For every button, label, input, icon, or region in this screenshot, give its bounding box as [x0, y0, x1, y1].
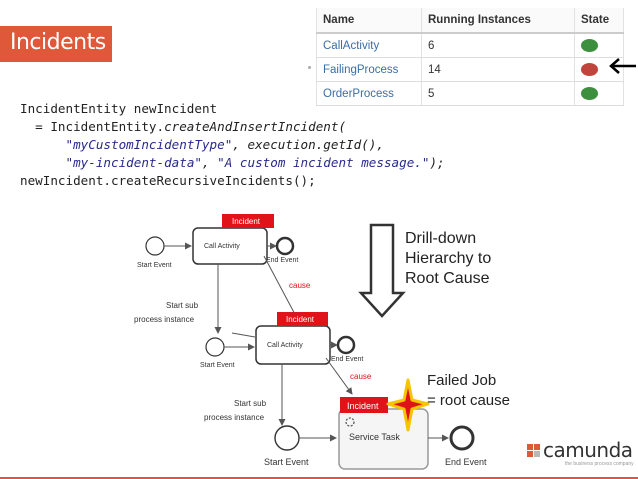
failure-burst-icon	[386, 378, 430, 432]
call-activity-label: Call Activity	[267, 342, 303, 349]
marker-dot	[308, 66, 311, 69]
start-sub-label-1b: process instance	[134, 315, 195, 324]
incident-badge-3	[340, 397, 388, 413]
cause-label-2: cause	[350, 372, 372, 381]
incident-hierarchy-diagram: Start Event Call Activity End Event Inci…	[134, 214, 510, 470]
incident-badge-label: Incident	[232, 217, 261, 226]
camunda-tagline: the business process company	[565, 461, 634, 467]
end-event-label: End Event	[266, 257, 298, 264]
incident-badge-1	[222, 214, 274, 228]
drill-down-label-2: Hierarchy to	[405, 250, 491, 267]
running-instances-count: 6	[421, 32, 575, 58]
state-cell	[574, 32, 624, 58]
code-string-incident-type: "myCustomIncidentType"	[65, 137, 233, 152]
column-header-state: State	[574, 8, 624, 34]
drill-down-arrow-icon	[358, 223, 406, 318]
column-header-name: Name	[316, 8, 422, 34]
state-ok-dot	[581, 39, 598, 52]
end-event-label: End Event	[445, 457, 487, 467]
camunda-mark-icon	[527, 444, 540, 457]
state-failed-dot	[581, 63, 598, 76]
gear-icon	[345, 417, 355, 427]
start-event-label: Start Event	[264, 457, 309, 467]
page-title: Incidents	[10, 30, 106, 55]
title-banner: Incidents	[0, 26, 112, 62]
end-event-1	[275, 236, 295, 256]
code-separator: ,	[201, 155, 218, 170]
code-line-2-prefix: = IncidentEntity.	[20, 119, 165, 134]
table-row[interactable]: CallActivity 6	[316, 32, 624, 58]
code-snippet: IncidentEntity newIncident = IncidentEnt…	[20, 100, 445, 190]
incident-badge-label: Incident	[286, 315, 315, 324]
start-event-label: Start Event	[200, 362, 235, 369]
failed-job-label-2: = root cause	[427, 392, 510, 409]
drill-down-label-3: Root Cause	[405, 270, 490, 287]
instances-table: Name Running Instances State CallActivit…	[316, 8, 624, 106]
code-line-5: newIncident.createRecursiveIncidents();	[20, 173, 316, 188]
start-event-1	[145, 236, 165, 256]
process-name-link[interactable]: OrderProcess	[316, 81, 422, 106]
incident-badge-2	[277, 312, 328, 326]
call-activity-label: Call Activity	[204, 243, 240, 250]
incident-badge-label: Incident	[347, 401, 379, 411]
process-name-link[interactable]: FailingProcess	[316, 57, 422, 82]
start-sub-label-2b: process instance	[204, 413, 265, 422]
code-line-4-end: );	[429, 155, 445, 170]
state-ok-dot	[581, 87, 598, 100]
start-sub-label-2a: Start sub	[234, 399, 267, 408]
start-sub-label-1a: Start sub	[166, 301, 199, 310]
service-task-label: Service Task	[349, 432, 400, 442]
table-row[interactable]: OrderProcess 5	[316, 81, 624, 106]
code-line-2-call: createAndInsertIncident(	[164, 119, 347, 134]
table-row[interactable]: FailingProcess 14	[316, 57, 624, 82]
failed-job-label-1: Failed Job	[427, 372, 496, 389]
cause-label-1: cause	[289, 281, 311, 290]
camunda-logo-text: camunda	[543, 438, 633, 462]
code-line-1: IncidentEntity newIncident	[20, 101, 218, 116]
end-event-2	[336, 335, 356, 355]
code-string-message: "A custom incident message."	[217, 155, 430, 170]
footer-accent-line	[0, 477, 638, 479]
end-event-label: End Event	[331, 356, 363, 363]
start-event-2	[205, 337, 225, 357]
end-event-3	[449, 425, 475, 451]
process-name-link[interactable]: CallActivity	[316, 32, 422, 58]
running-instances-count: 14	[421, 57, 575, 82]
column-header-running-instances: Running Instances	[421, 8, 575, 34]
start-event-3	[274, 425, 300, 451]
code-line-3-rest: , execution.getId(),	[232, 137, 384, 152]
start-event-label: Start Event	[137, 262, 172, 269]
state-cell	[574, 81, 624, 106]
drill-down-label-1: Drill-down	[405, 230, 476, 247]
code-string-incident-data: "my-incident-data"	[65, 155, 202, 170]
pointer-arrow-icon	[609, 58, 636, 74]
